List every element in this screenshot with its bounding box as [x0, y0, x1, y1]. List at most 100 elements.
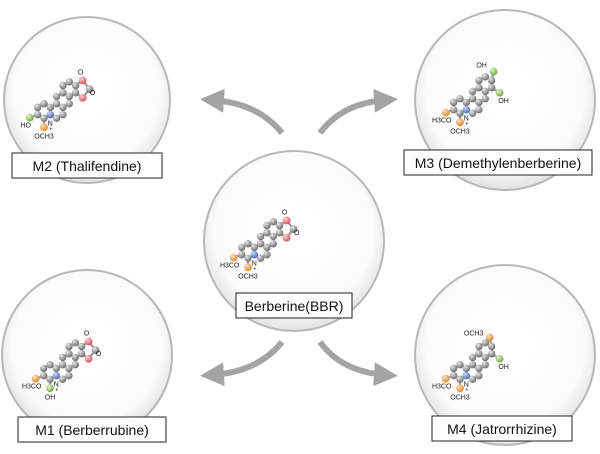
carbon-atom: [244, 240, 252, 248]
carbon-atom: [91, 346, 100, 354]
carbon-atom: [475, 76, 483, 85]
carbon-atom: [52, 100, 61, 108]
nitrogen-label: N: [252, 261, 257, 268]
carbon-atom: [71, 353, 79, 362]
carbon-atom: [481, 95, 489, 103]
ring-oxygen-label: O: [84, 330, 90, 337]
arrow-to-m1: [200, 340, 285, 387]
h3co-label: H3CO: [220, 263, 240, 270]
carbon-atom: [475, 98, 483, 107]
carbon-atom: [487, 76, 496, 85]
hydroxyl-oxygen-atom: [495, 88, 504, 97]
m2-label-box: M2 (Thalifendine): [11, 152, 163, 179]
carbon-atom: [65, 371, 73, 380]
oh1-label: OH: [476, 62, 487, 69]
carbon-atom: [269, 218, 277, 226]
center-label-box: Berberine(BBR): [235, 292, 353, 319]
nitrogen-atom: [46, 110, 55, 119]
methoxy-oxygen-atom: [485, 333, 494, 342]
charge-label: +: [465, 122, 468, 128]
m4-label-box: M4 (Jatrorrhizine): [431, 415, 573, 442]
carbon-atom: [256, 240, 265, 248]
carbon-atom: [269, 232, 277, 241]
carbon-atom: [487, 342, 496, 351]
carbon-atom: [77, 350, 86, 358]
carbon-atom: [46, 375, 54, 383]
carbon-atom: [237, 250, 246, 259]
ring-oxygen-atom: [282, 216, 291, 225]
carbon-atom: [46, 103, 55, 112]
hydroxyl-oxygen-atom: [25, 113, 34, 122]
hydroxyl-oxygen-atom: [46, 384, 54, 393]
carbon-atom: [275, 221, 284, 230]
carbon-atom: [462, 98, 471, 107]
m4-label: M4 (Jatrorrhizine): [447, 421, 557, 437]
m3-circle: [414, 9, 596, 191]
carbon-atom: [449, 371, 458, 380]
carbon-atom: [275, 229, 284, 237]
carbon-atom: [468, 95, 477, 103]
carbon-atom: [40, 100, 48, 108]
m1-label-box: M1 (Berberrubine): [17, 416, 167, 443]
carbon-atom: [256, 232, 265, 241]
carbon-atom: [475, 342, 483, 351]
carbon-atom: [33, 103, 42, 112]
carbon-atom: [468, 375, 477, 383]
carbon-atom: [77, 342, 86, 351]
carbon-atom: [65, 342, 73, 351]
h3co-label: H3CO: [22, 384, 42, 391]
carbon-atom: [65, 100, 73, 108]
methoxy-oxygen-atom: [40, 123, 48, 132]
center-circle: [203, 150, 385, 332]
carbon-atom: [481, 339, 489, 347]
nitrogen-label: N: [464, 382, 469, 389]
ring-oxygen-label: O: [78, 69, 84, 76]
carbon-atom: [52, 364, 61, 373]
charge-label: +: [55, 388, 58, 394]
charge-label: +: [49, 127, 52, 133]
carbon-atom: [456, 109, 464, 118]
oh-label: OH: [498, 364, 509, 371]
nitrogen-label: N: [48, 121, 53, 128]
nitrogen-label: N: [464, 116, 469, 123]
hydroxyl-oxygen-atom: [489, 67, 498, 76]
carbon-atom: [65, 78, 73, 86]
carbon-atom: [85, 85, 94, 93]
carbon-atom: [237, 243, 246, 252]
och3-label: OCH3: [34, 133, 54, 140]
ring-oxygen-atom: [78, 76, 87, 85]
carbon-atom: [244, 254, 252, 262]
carbon-atom: [269, 240, 277, 248]
carbon-atom: [65, 364, 73, 373]
carbon-atom: [46, 361, 54, 369]
carbon-atom: [475, 84, 483, 92]
hydroxyl-oxygen-atom: [495, 354, 504, 363]
nitrogen-atom: [462, 371, 471, 380]
carbon-atom: [481, 87, 489, 96]
m1-label: M1 (Berberrubine): [35, 422, 149, 438]
oh-label: OH: [45, 394, 56, 401]
m2-circle: [3, 16, 171, 184]
methoxy-oxygen-atom: [456, 384, 464, 393]
nitrogen-atom: [250, 250, 259, 259]
carbon-atom: [475, 105, 483, 114]
carbon-atom: [65, 92, 73, 101]
ring-oxygen-atom: [78, 93, 87, 102]
carbon-atom: [59, 103, 67, 112]
arrow-to-m2: [200, 88, 285, 135]
carbon-atom: [59, 81, 67, 90]
carbon-atom: [59, 89, 67, 97]
carbon-atom: [487, 84, 496, 92]
carbon-atom: [71, 89, 80, 97]
center-label: Berberine(BBR): [245, 298, 344, 314]
methoxy-oxygen-atom: [229, 253, 238, 262]
arrow-to-m4: [317, 340, 398, 387]
carbon-atom: [52, 114, 61, 123]
carbon-atom: [462, 364, 471, 373]
carbon-atom: [289, 225, 298, 234]
